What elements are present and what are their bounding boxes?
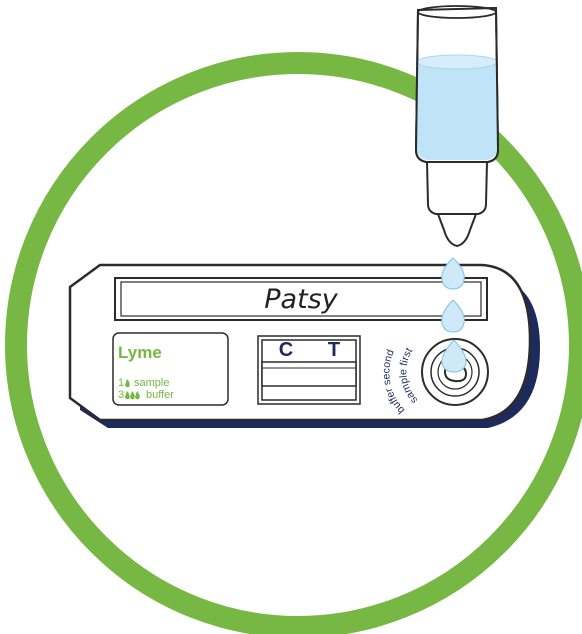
drops-icon — [125, 391, 140, 399]
bottle-liquid — [417, 62, 497, 160]
buffer-instruction-text: buffer — [146, 389, 174, 401]
result-window — [262, 362, 356, 386]
dropper-tip — [438, 214, 476, 246]
control-line-label: C — [279, 339, 293, 361]
buffer-instruction-count: 3 — [118, 389, 124, 401]
drop-1 — [442, 258, 465, 289]
test-name: Lyme — [118, 343, 162, 362]
dropper-neck — [427, 162, 487, 214]
test-line-label: T — [328, 339, 340, 361]
sample-instruction-count: 1 — [118, 377, 124, 389]
sample-instruction-text: sample — [134, 377, 169, 389]
dropper-bottle — [416, 6, 498, 246]
patient-name: Patsy — [264, 284, 338, 315]
